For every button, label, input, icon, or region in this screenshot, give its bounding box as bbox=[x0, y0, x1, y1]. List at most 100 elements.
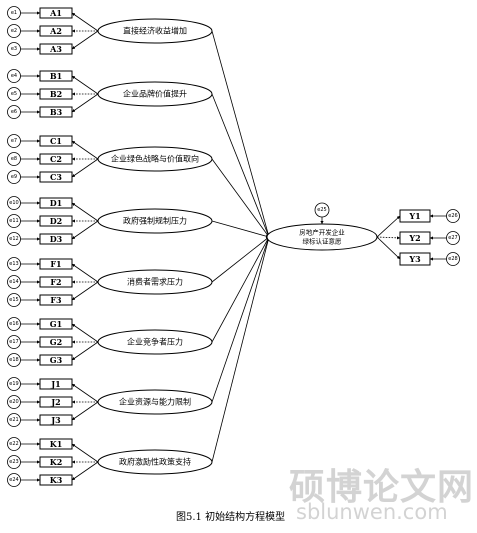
indicator-box bbox=[39, 106, 73, 118]
indicator-label: F3 bbox=[50, 295, 62, 305]
error-term-label: e6 bbox=[11, 109, 17, 115]
indicator-label: B2 bbox=[50, 89, 62, 99]
error-term-circle bbox=[7, 395, 21, 409]
indicator-box bbox=[39, 474, 73, 486]
error-term-circle bbox=[7, 232, 21, 246]
latent-block bbox=[7, 69, 213, 119]
indicator-box bbox=[39, 258, 73, 270]
outcome-indicator-label: Y2 bbox=[408, 233, 420, 243]
outcome-indicator-label: Y1 bbox=[408, 211, 420, 221]
indicator-label: G3 bbox=[50, 355, 63, 365]
loading-arrow bbox=[71, 461, 99, 481]
error-term-label: e19 bbox=[9, 381, 18, 387]
error-term-label: e11 bbox=[9, 218, 18, 224]
indicator-label: A1 bbox=[49, 8, 62, 18]
error-term-circle bbox=[446, 231, 460, 245]
indicator-box bbox=[39, 197, 73, 209]
outcome-factor-ellipse bbox=[266, 223, 378, 251]
latent-factor-label: 政府强制规制压力 bbox=[123, 216, 187, 226]
structural-path-arrow bbox=[211, 236, 270, 343]
error-term-label: e15 bbox=[9, 297, 18, 303]
indicator-label: K3 bbox=[50, 475, 63, 485]
structural-path-arrow bbox=[211, 236, 270, 283]
latent-factor-ellipse bbox=[97, 18, 213, 44]
error-term-label: e3 bbox=[11, 46, 17, 52]
error-term-label: e23 bbox=[9, 459, 18, 465]
error-term-label: e17 bbox=[9, 339, 18, 345]
loading-arrow bbox=[71, 140, 99, 160]
error-term-circle bbox=[7, 353, 21, 367]
error-term-circle bbox=[446, 209, 460, 223]
indicator-box bbox=[39, 88, 73, 100]
indicator-box bbox=[39, 456, 73, 468]
indicator-box bbox=[39, 438, 73, 450]
indicator-box bbox=[39, 354, 73, 366]
error-term-circle bbox=[7, 275, 21, 289]
latent-block bbox=[7, 6, 213, 56]
error-term-label: e12 bbox=[9, 236, 18, 242]
indicator-box bbox=[39, 318, 73, 330]
indicator-label: C1 bbox=[50, 136, 62, 146]
indicator-label: K2 bbox=[50, 457, 63, 467]
error-term-circle bbox=[7, 134, 21, 148]
error-term-label: e26 bbox=[448, 213, 457, 219]
loading-arrow bbox=[376, 236, 401, 240]
indicator-label: J3 bbox=[50, 415, 61, 425]
indicator-box bbox=[39, 378, 73, 390]
indicator-box bbox=[39, 70, 73, 82]
error-term-label: e5 bbox=[11, 91, 17, 97]
loading-arrow bbox=[71, 281, 99, 301]
indicator-box bbox=[39, 171, 73, 183]
indicator-box bbox=[39, 414, 73, 426]
error-term-circle bbox=[7, 42, 21, 56]
latent-factor-ellipse bbox=[97, 449, 213, 475]
outcome-block bbox=[266, 202, 460, 266]
error-term-label: e22 bbox=[9, 441, 18, 447]
loading-arrow bbox=[71, 158, 99, 178]
latent-factor-label: 直接经济收益增加 bbox=[123, 26, 187, 36]
outcome-factor-label-line2: 绿标认证意愿 bbox=[303, 237, 343, 246]
latent-factor-label: 企业资源与能力限制 bbox=[119, 397, 191, 407]
indicator-box bbox=[39, 294, 73, 306]
structural-path-arrow bbox=[211, 30, 270, 238]
loading-arrow bbox=[71, 12, 99, 32]
latent-block bbox=[7, 134, 213, 184]
latent-factor-label: 企业竞争者压力 bbox=[127, 337, 183, 347]
loading-arrow bbox=[71, 202, 99, 222]
loading-arrow bbox=[71, 341, 99, 361]
error-term-label: e7 bbox=[11, 138, 17, 144]
error-term-circle bbox=[7, 105, 21, 119]
indicator-label: A2 bbox=[49, 26, 62, 36]
error-term-label: e13 bbox=[9, 261, 18, 267]
indicator-box bbox=[39, 336, 73, 348]
outcome-indicator-label: Y3 bbox=[408, 254, 421, 264]
loading-arrow bbox=[376, 236, 401, 260]
error-term-label: e4 bbox=[11, 73, 17, 79]
indicator-label: F2 bbox=[50, 277, 61, 287]
indicator-box bbox=[39, 215, 73, 227]
error-term-circle bbox=[7, 293, 21, 307]
loading-arrow bbox=[71, 220, 99, 240]
latent-factor-ellipse bbox=[97, 146, 213, 172]
error-term-label: e18 bbox=[9, 357, 18, 363]
latent-factor-label: 企业品牌价值提升 bbox=[123, 89, 187, 99]
loading-arrow bbox=[71, 323, 99, 343]
error-term-circle bbox=[7, 377, 21, 391]
indicator-label: C2 bbox=[50, 154, 62, 164]
disturbance-label: e25 bbox=[317, 207, 326, 213]
error-term-label: e24 bbox=[9, 477, 18, 483]
error-term-circle bbox=[7, 152, 21, 166]
outcome-indicator-box bbox=[399, 231, 431, 245]
indicator-box bbox=[39, 396, 73, 408]
indicator-label: F1 bbox=[50, 259, 61, 269]
structural-path-arrow bbox=[211, 236, 270, 463]
error-term-label: e1 bbox=[11, 10, 17, 16]
indicator-box bbox=[39, 276, 73, 288]
error-term-label: e9 bbox=[11, 174, 17, 180]
indicator-box bbox=[39, 233, 73, 245]
watermark-url: sblunwen.com bbox=[296, 500, 448, 524]
latent-factor-ellipse bbox=[97, 389, 213, 415]
latent-factor-label: 企业绿色战略与价值取向 bbox=[111, 154, 199, 164]
loading-arrow bbox=[71, 75, 99, 95]
